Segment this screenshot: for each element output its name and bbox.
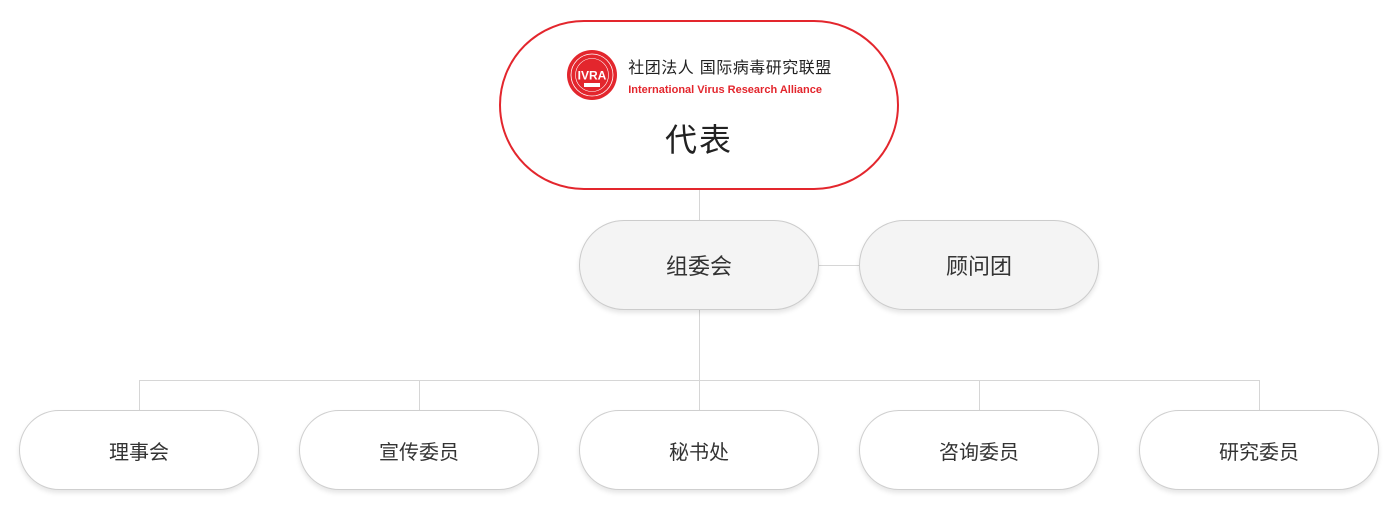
connector-committee-to-bus (699, 310, 700, 380)
org-name: 社团法人 国际病毒研究联盟 (628, 58, 832, 77)
connector-drop-1 (139, 380, 140, 410)
connector-committee-to-advisory (819, 265, 859, 266)
consulting-node: 咨询委员 (859, 410, 1099, 490)
connector-drop-4 (979, 380, 980, 410)
research-node: 研究委员 (1139, 410, 1379, 490)
committee-node: 组委会 (579, 220, 819, 310)
ivra-seal-logo: IVRA (566, 49, 619, 101)
connector-drop-5 (1259, 380, 1260, 410)
org-text-block: 社团法人 国际病毒研究联盟 International Virus Resear… (628, 54, 832, 96)
secretariat-node: 秘书处 (579, 410, 819, 490)
advisory-node: 顾问团 (859, 220, 1099, 310)
board-node: 理事会 (19, 410, 259, 490)
org-name-en: International Virus Research Alliance (628, 84, 822, 96)
org-logo-row: IVRA 社团法人 国际病毒研究联盟 International Virus R… (566, 49, 832, 101)
connector-drop-2 (419, 380, 420, 410)
representative-node: IVRA 社团法人 国际病毒研究联盟 International Virus R… (499, 20, 899, 190)
connector-drop-3 (699, 380, 700, 410)
connector-top-to-committee (699, 190, 700, 220)
seal-logo-text: IVRA (578, 69, 607, 83)
representative-title: 代表 (664, 121, 733, 159)
publicity-node: 宣传委员 (299, 410, 539, 490)
